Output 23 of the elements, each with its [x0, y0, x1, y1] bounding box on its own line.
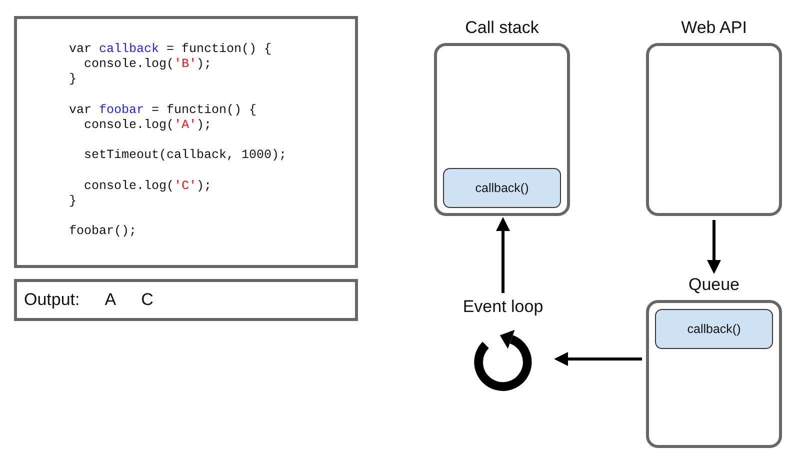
arrow — [554, 352, 642, 366]
code-line: } — [69, 72, 77, 88]
code-line: setTimeout(callback, 1000); — [83, 148, 287, 164]
code-line: } — [69, 194, 77, 210]
output-panel — [14, 279, 358, 321]
output-value: A — [104, 290, 116, 310]
code-line: var foobar = function() { — [69, 102, 257, 118]
code-line: console.log('B'); — [83, 57, 212, 72]
panel-heading: Queue — [687, 275, 741, 295]
panel-heading: Web API — [680, 18, 748, 38]
output-label: Output: — [24, 290, 80, 310]
loop-label: Event loop — [462, 297, 544, 317]
code-panel — [14, 16, 358, 268]
task-box: callback() — [655, 309, 773, 349]
arrow — [707, 220, 721, 274]
code-line: foobar(); — [69, 224, 137, 240]
arrow — [496, 217, 510, 293]
code-line: console.log('C'); — [83, 178, 212, 194]
task-box: callback() — [443, 168, 561, 208]
code-line: var callback = function() { — [69, 42, 272, 58]
panel-heading: Call stack — [464, 18, 540, 38]
output-value: C — [141, 290, 154, 310]
code-line: console.log('A'); — [83, 118, 212, 134]
